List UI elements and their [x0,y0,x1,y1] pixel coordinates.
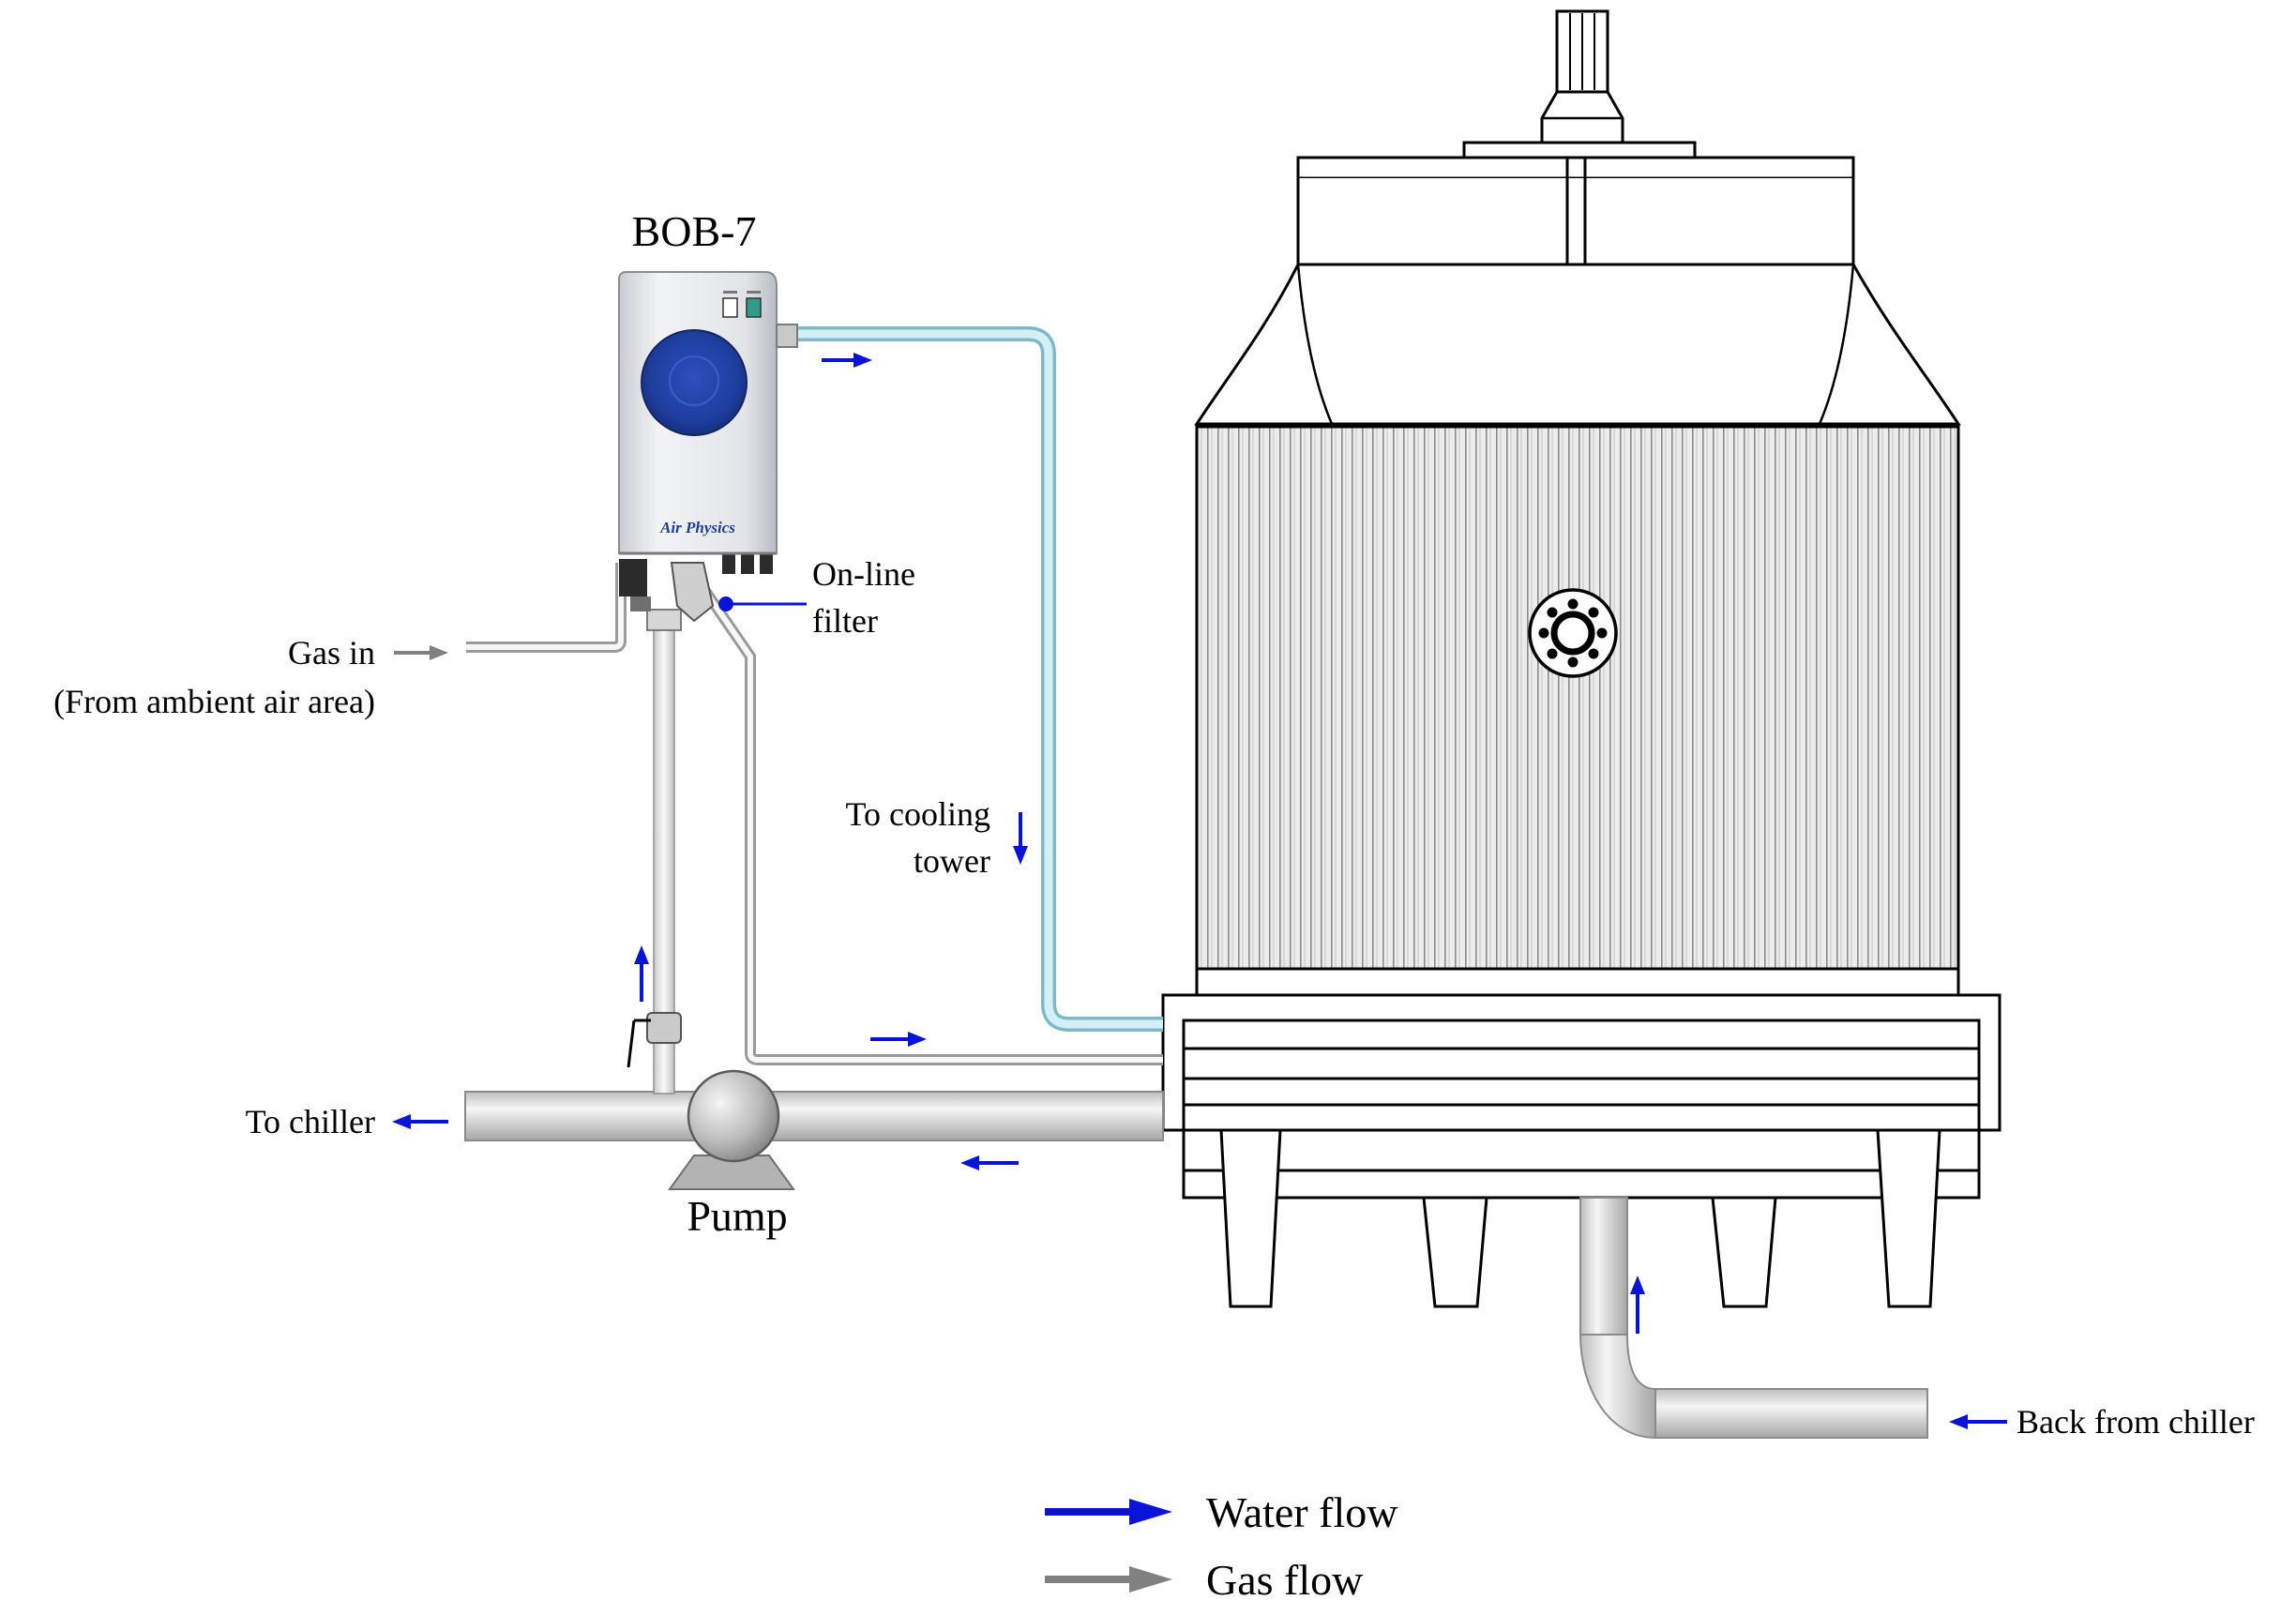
status-indicator [746,297,762,318]
back-from-chiller-label: Back from chiller [2017,1403,2255,1441]
bob7-device: Air Physics [618,271,798,623]
filter-outlet-line [694,578,1163,1065]
arrow-right-top [822,353,872,368]
arrow-up-return [1630,1275,1645,1334]
power-indicator [722,297,738,318]
arrow-left-main [960,1155,1019,1170]
gas-in-label-2: (From ambient air area) [53,683,375,720]
return-pipe [1578,1197,1928,1440]
gas-flow-arrow [394,645,448,660]
to-cooling-label-2: tower [914,842,990,880]
gas-in-line [466,563,627,653]
pump-label: Pump [687,1192,787,1240]
to-cooling-label-1: To cooling [846,795,990,833]
online-filter-label-1: On-line [812,555,915,593]
arrow-left-back-from-chiller [1949,1414,2007,1429]
water-flow-arrows [392,353,2007,1429]
ball-valve[interactable] [627,1012,682,1068]
arrow-left-to-chiller [392,1114,448,1129]
gas-in-label-1: Gas in [288,634,375,672]
arrow-up-inlet [634,945,649,1002]
arrow-right-filter-line [870,1032,927,1047]
to-cooling-tower-line [793,326,1163,1032]
device-title: BOB-7 [632,207,757,255]
legend-water-label: Water flow [1206,1488,1398,1536]
legend-gas-label: Gas flow [1206,1556,1364,1600]
tower-fill-body [1195,425,1960,971]
legend: Water flow Gas flow [1045,1488,1398,1600]
to-chiller-label: To chiller [246,1103,375,1140]
device-disc [641,329,748,436]
inspection-port [1528,588,1618,678]
arrow-down-cooling [1013,812,1028,865]
legend-water: Water flow [1045,1488,1398,1536]
filter-pointer [718,596,807,611]
legend-gas: Gas flow [1045,1556,1364,1600]
main-pipe-to-chiller [464,1091,1164,1141]
online-filter-label-2: filter [812,602,878,640]
online-filter [670,562,715,623]
cooling-tower [1161,9,2001,1308]
device-brand: Air Physics [659,519,735,536]
pump [668,1069,795,1190]
